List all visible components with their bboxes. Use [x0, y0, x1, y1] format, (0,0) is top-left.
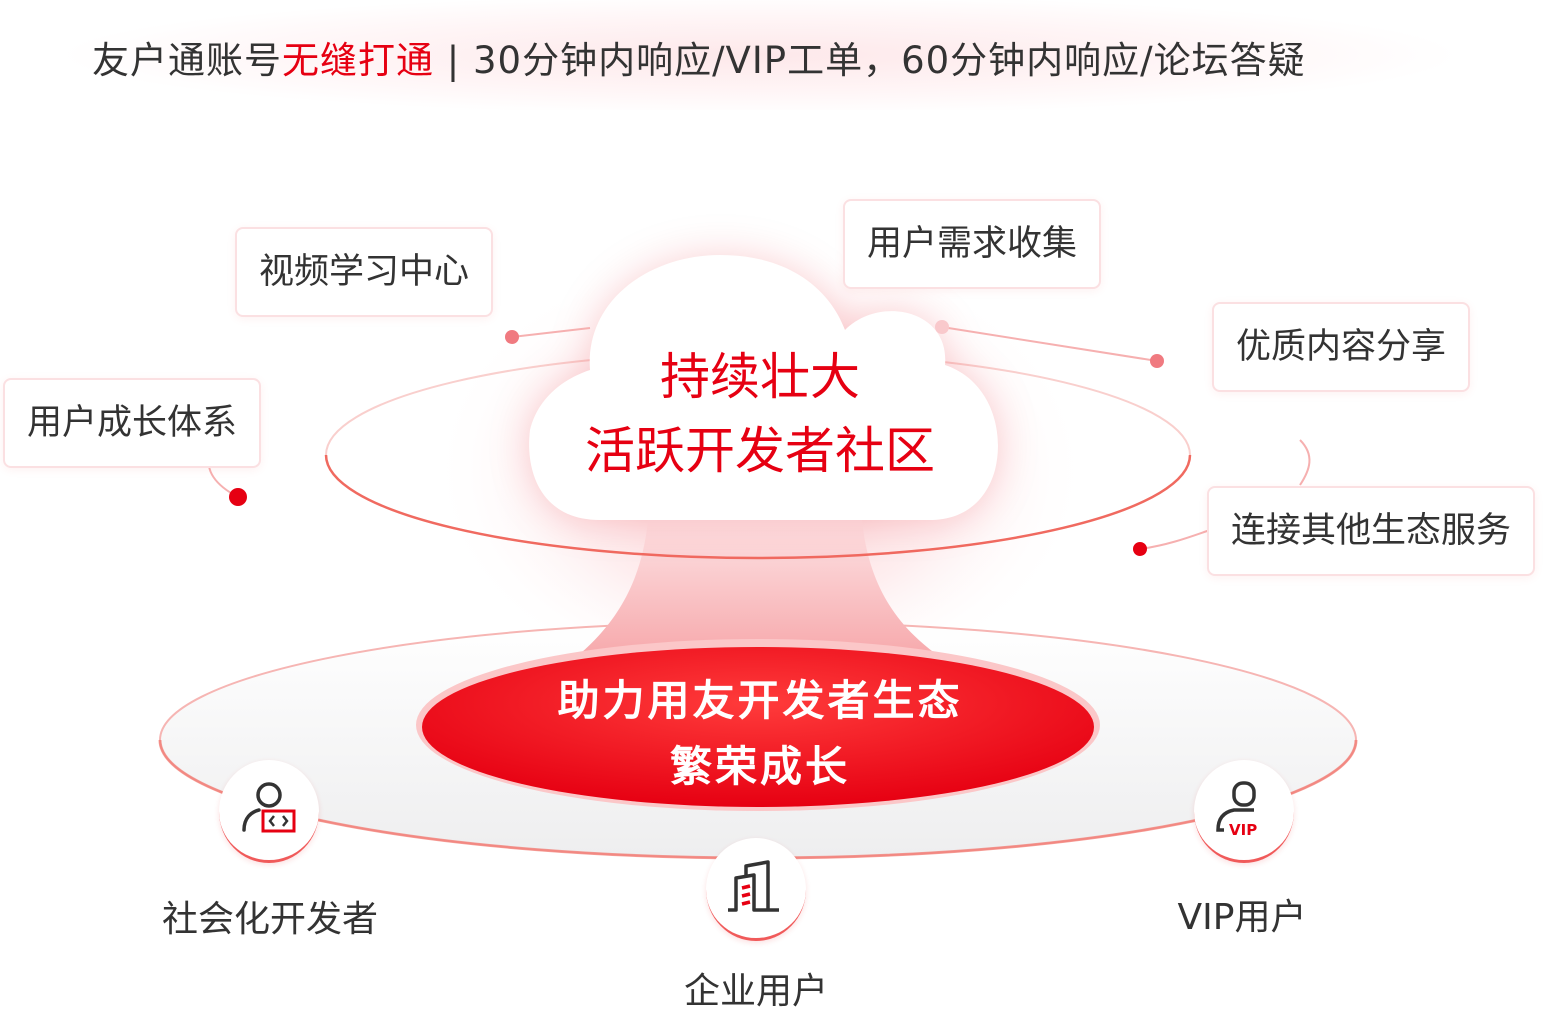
- tag-growth-system: 用户成长体系: [3, 378, 262, 468]
- user-label-developer: 社会化开发者: [161, 899, 378, 940]
- connector-dot: [1150, 354, 1164, 368]
- banner-rest: | 30分钟内响应/VIP工单，60分钟内响应/论坛答疑: [434, 39, 1306, 82]
- cloud-title-line1: 持续壮大: [660, 348, 860, 406]
- developer-icon: [219, 760, 319, 863]
- light-beam: [560, 520, 960, 670]
- tag-requirement-collection: 用户需求收集: [843, 199, 1102, 289]
- cloud-title-line2: 活跃开发者社区: [585, 422, 935, 480]
- upper-ring-front: [324, 454, 1192, 560]
- banner-text: 友户通账号无缝打通 | 30分钟内响应/VIP工单，60分钟内响应/论坛答疑: [92, 30, 1306, 84]
- banner-prefix: 友户通账号: [92, 39, 282, 82]
- connector-dot: [505, 330, 519, 344]
- banner-background: [0, 0, 1552, 110]
- user-label-vip: VIP用户: [1177, 897, 1307, 938]
- banner-highlight: 无缝打通: [282, 39, 434, 82]
- core-title-line1: 助力用友开发者生态: [557, 676, 963, 725]
- connector-dot: [1133, 542, 1147, 556]
- user-label-enterprise: 企业用户: [683, 971, 828, 1012]
- tag-content-sharing: 优质内容分享: [1212, 302, 1471, 392]
- core-title-line2: 繁荣成长: [669, 742, 850, 791]
- svg-text:VIP: VIP: [1229, 821, 1257, 839]
- cloud-shape: [529, 255, 998, 520]
- connector-dot: [229, 488, 247, 506]
- tag-video-learning: 视频学习中心: [235, 227, 494, 317]
- building-icon: [706, 838, 806, 941]
- core-title: 助力用友开发者生态 繁荣成长: [440, 668, 1080, 800]
- tag-ecosystem-services: 连接其他生态服务: [1207, 486, 1536, 576]
- cloud-title: 持续壮大 活跃开发者社区: [540, 340, 980, 488]
- core-ellipse: [422, 647, 1094, 807]
- connector-dot: [935, 320, 949, 334]
- vip-user-icon: VIP: [1194, 760, 1294, 863]
